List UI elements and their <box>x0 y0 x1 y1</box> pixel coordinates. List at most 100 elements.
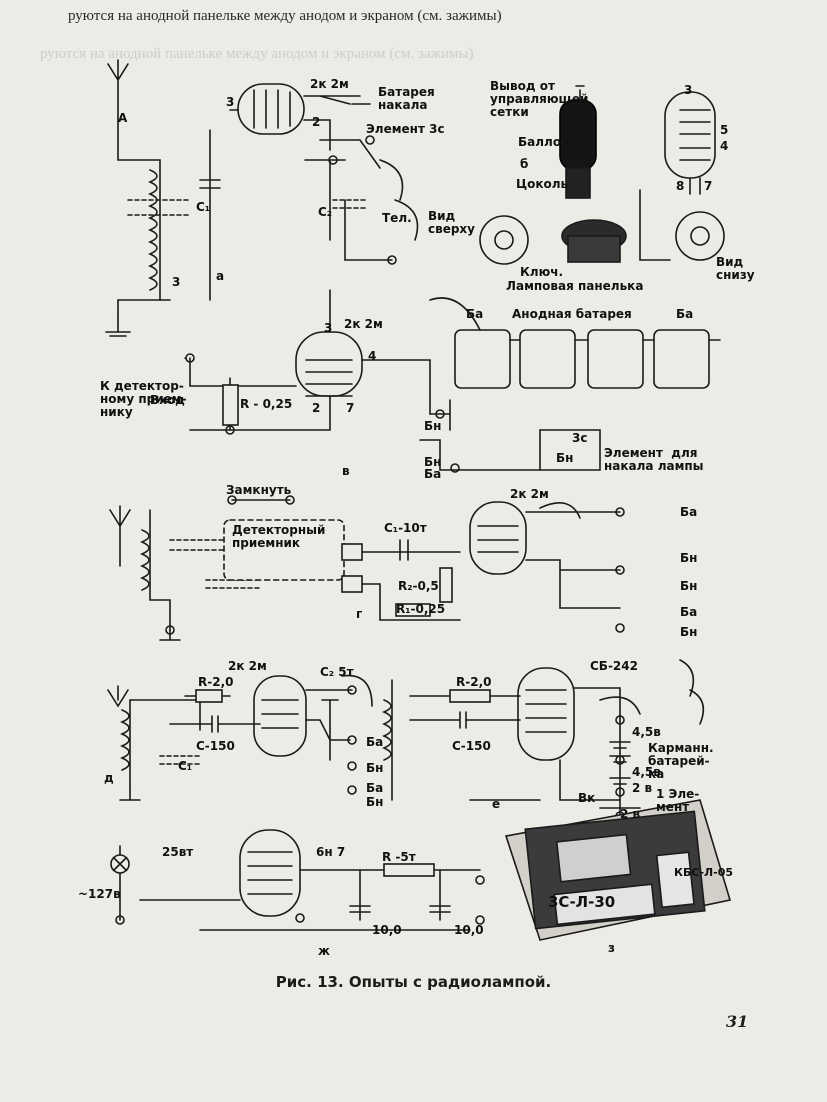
b-label: б <box>520 157 529 171</box>
page-number: 31 <box>726 1012 749 1031</box>
ba-label-d2: Ба <box>366 781 384 795</box>
v127-label: ~127в <box>78 887 121 901</box>
zamknut-label: Замкнуть <box>226 483 292 497</box>
coil-a <box>147 169 158 291</box>
ba-label-2: Ба <box>676 307 694 321</box>
circuit-v <box>109 495 625 641</box>
c150-label-d: С-150 <box>196 739 235 753</box>
pin-7-r: 7 <box>704 179 713 193</box>
tube-label-a: 2к 2м <box>310 77 349 91</box>
label-g: г <box>356 607 363 621</box>
tube-label-v: 2к 2м <box>510 487 549 501</box>
ba-label-5: Ба <box>680 605 698 619</box>
element-filament-label: Элемент для накала лампы <box>604 446 704 473</box>
sb242-label: СБ-242 <box>590 659 638 673</box>
bn-label-2: Бн <box>424 455 442 469</box>
bn-label-1: Бн <box>424 419 442 433</box>
circuit-zh <box>110 829 485 931</box>
element-3s-label: Элемент 3с <box>366 122 445 136</box>
vid-sverhu-label: Вид сверху <box>428 209 475 236</box>
pin-8-r: 8 <box>676 179 685 193</box>
c100-label-1: 10,0 <box>372 923 402 937</box>
top-text-fragment: руются на анодной панельке между анодом … <box>68 8 502 24</box>
v2-label-2: 2 в <box>620 807 641 821</box>
circuit-a <box>105 59 419 337</box>
vid-snizu-label: Вид снизу <box>716 255 755 282</box>
to-detector-label: К детектор- ному прием- нику <box>100 379 187 419</box>
battery-photo <box>504 799 732 941</box>
battery-filament-label: Батарея накала <box>378 85 435 112</box>
bn-box-label: Бн <box>556 451 574 465</box>
ba-label-4: Ба <box>680 505 698 519</box>
c2-label: C₂ <box>318 205 333 219</box>
vhod-label: Вход <box>150 393 185 407</box>
label-d: д <box>104 771 114 785</box>
ba-label-1: Ба <box>466 307 484 321</box>
tube-label-b: 2к 2м <box>344 317 383 331</box>
v2-label-1: 2 в <box>632 781 653 795</box>
grid-lead-label: Вывод от управляющей сетки <box>490 79 589 119</box>
top-text-line: руются на анодной панельке между анодом … <box>40 46 474 62</box>
tube-label-d: 2к 2м <box>228 659 267 673</box>
pin-3-b: 3 <box>324 321 333 335</box>
element1-label: 1 Эле- мент <box>656 787 700 814</box>
r5t-label: R -5т <box>382 850 416 864</box>
tube-a <box>237 83 305 135</box>
bn-label-4: Бн <box>680 579 698 593</box>
antenna-a <box>107 59 129 121</box>
label-A: А <box>118 111 128 125</box>
pin-5-r: 5 <box>720 123 729 137</box>
r1-025-label: R₁-0,25 <box>396 602 446 616</box>
element-3s-box-label: 3с <box>572 431 588 445</box>
ba-label-3: Ба <box>424 467 442 481</box>
cokol-label: Цоколь <box>516 177 569 191</box>
tube-6n7-label: 6н 7 <box>316 845 346 859</box>
bn-label-d2: Бн <box>366 795 384 809</box>
pin-2-a: 2 <box>312 115 321 129</box>
r2-05-label: R₂-0,5 <box>398 579 439 593</box>
kluch-label: Ключ. <box>520 265 564 279</box>
c150-label-e: С-150 <box>452 739 491 753</box>
circuit-b <box>184 289 721 473</box>
bn-label-d1: Бн <box>366 761 384 775</box>
c100-label-2: 10,0 <box>454 923 484 937</box>
pin-3-r: 3 <box>684 83 693 97</box>
pin-2-b: 2 <box>312 401 321 415</box>
detector-rx-label: Детекторный приемник <box>232 523 326 550</box>
c1-label: C₁ <box>196 200 211 214</box>
circuit-e <box>381 659 705 821</box>
tube-diagram-right <box>664 91 716 179</box>
bn-label-3: Бн <box>680 551 698 565</box>
label-zh: ж <box>318 944 330 958</box>
show-through-text: руются на анодной панельке между анодом … <box>40 40 800 69</box>
tel-label: Тел. <box>382 211 412 225</box>
pin-4-b: 4 <box>368 349 377 363</box>
r20-label-e: R-2,0 <box>456 675 492 689</box>
pin-3-a: 3 <box>226 95 235 109</box>
ground-a <box>105 319 131 337</box>
pin-7-b: 7 <box>346 401 355 415</box>
label-e: е <box>492 797 501 811</box>
anode-battery-label: Анодная батарея <box>512 307 632 321</box>
w25-label: 25вт <box>162 845 194 859</box>
c25t-label: C₂ 5т <box>320 665 354 679</box>
c1-label-d: C₁ <box>178 759 193 773</box>
figure-caption: Рис. 13. Опыты с радиолампой. <box>275 973 552 991</box>
pin-4-r: 4 <box>720 139 729 153</box>
r025-label: R - 0,25 <box>240 397 293 411</box>
tube-photo-group <box>479 85 725 265</box>
karman-label: Карманн. батарей- ка <box>648 741 714 781</box>
v45-label-1: 4,5в <box>632 725 661 739</box>
box-3sl30-label: 3С-Л-30 <box>548 893 616 911</box>
box-kbs-label: КБС-Л-05 <box>674 866 734 879</box>
label-a: а <box>216 269 225 283</box>
c1-10t-label: C₁-10т <box>384 521 427 535</box>
v45-label-2: 4,5в <box>632 765 661 779</box>
label-z: з <box>608 941 615 955</box>
r20-label-d: R-2,0 <box>198 675 234 689</box>
ballon-label: Баллон <box>518 135 570 149</box>
ba-label-d1: Ба <box>366 735 384 749</box>
pin-3-a2: 3 <box>172 275 181 289</box>
